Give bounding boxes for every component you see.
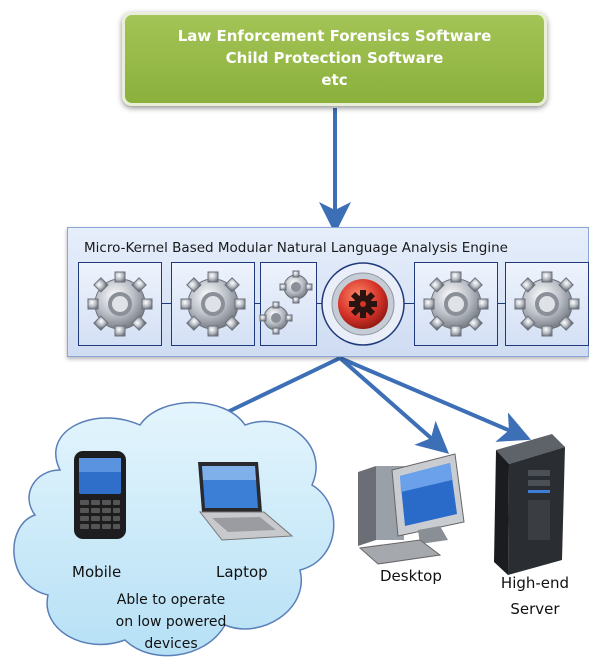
mobile-label: Mobile: [72, 563, 122, 581]
mobile-phone-icon: [74, 451, 126, 539]
server-icon: [494, 434, 565, 575]
desktop-computer-icon: [358, 453, 465, 565]
cloud-note-line-2: on low powered: [115, 614, 227, 630]
gear-icon: [180, 271, 246, 337]
kernel-icon: [321, 262, 405, 346]
cloud-note: Able to operate on low powered devices: [96, 589, 246, 655]
server-label: High-end Server: [495, 570, 575, 622]
applications-line-3: etc: [321, 71, 348, 89]
arrow-engine-to-server: [339, 356, 532, 442]
applications-line-2: Child Protection Software: [225, 49, 444, 67]
engine-title: Micro-Kernel Based Modular Natural Langu…: [84, 240, 508, 256]
laptop-icon: [198, 462, 294, 541]
laptop-label: Laptop: [216, 563, 268, 581]
server-label-line-1: High-end: [500, 574, 570, 592]
gear-icon: [514, 271, 580, 337]
arrow-engine-to-desktop: [338, 356, 450, 454]
desktop-label: Desktop: [380, 567, 442, 585]
engine-module-3: [260, 262, 317, 346]
cloud-note-line-3: devices: [144, 636, 198, 652]
gear-icon: [423, 271, 489, 337]
gears-pair-icon: [259, 270, 313, 335]
cloud-note-line-1: Able to operate: [116, 592, 226, 608]
applications-box: Law Enforcement Forensics Software Child…: [122, 12, 547, 106]
server-label-line-2: Server: [510, 600, 560, 618]
gear-icon: [87, 271, 153, 337]
applications-line-1: Law Enforcement Forensics Software: [177, 27, 492, 45]
